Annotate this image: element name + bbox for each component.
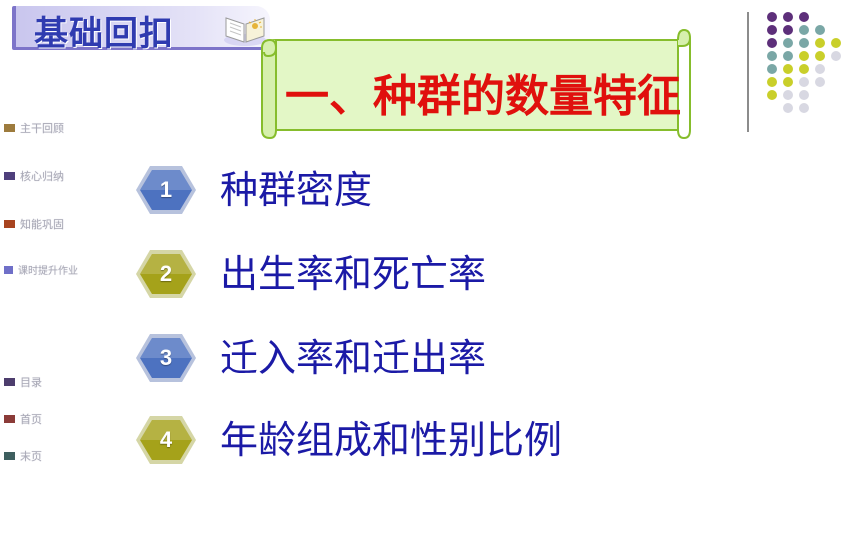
nav-last-page-link[interactable]: 末页: [4, 448, 42, 464]
nav-label: 知能巩固: [20, 218, 64, 231]
item-number: 3: [159, 345, 173, 370]
vertical-divider: [747, 12, 749, 132]
hexagon-number-badge: 1: [134, 164, 198, 216]
nav-square-icon: [4, 452, 15, 460]
nav-contents-link[interactable]: 目录: [4, 374, 42, 390]
book-icon: [224, 17, 266, 46]
hexagon-number-badge: 3: [134, 332, 198, 384]
nav-label: 主干回顾: [20, 122, 64, 135]
scroll-banner: [261, 28, 692, 140]
nav-label: 核心归纳: [20, 170, 64, 183]
nav-core-summary[interactable]: 核心归纳: [4, 168, 64, 184]
nav-square-icon: [4, 124, 15, 132]
nav-square-icon: [4, 378, 15, 386]
nav-label: 首页: [20, 413, 42, 426]
item-text: 迁入率和迁出率: [220, 336, 487, 380]
list-item: 2 出生率和死亡率: [134, 248, 486, 300]
list-item: 3 迁入率和迁出率: [134, 332, 486, 384]
nav-square-icon: [4, 172, 15, 180]
nav-main-review[interactable]: 主干回顾: [4, 120, 64, 136]
item-number: 1: [159, 177, 173, 202]
list-item: 4 年龄组成和性别比例: [134, 414, 562, 466]
item-text: 种群密度: [220, 168, 373, 212]
nav-label: 目录: [20, 376, 42, 389]
nav-consolidation[interactable]: 知能巩固: [4, 216, 64, 232]
nav-label: 末页: [20, 450, 42, 463]
nav-square-icon: [4, 265, 13, 274]
item-number: 4: [159, 427, 173, 452]
item-text: 年龄组成和性别比例: [220, 418, 563, 462]
section-title: 一、种群的数量特征: [285, 71, 681, 122]
hexagon-number-badge: 4: [134, 414, 198, 466]
list-item: 1 种群密度: [134, 164, 372, 216]
nav-homework[interactable]: 课时提升作业: [4, 262, 78, 277]
nav-label: 课时提升作业: [18, 266, 78, 277]
nav-square-icon: [4, 415, 15, 423]
nav-square-icon: [4, 220, 15, 228]
item-text: 出生率和死亡率: [220, 252, 487, 296]
hexagon-number-badge: 2: [134, 248, 198, 300]
item-number: 2: [159, 261, 173, 286]
decorative-dots: [767, 12, 841, 113]
nav-first-page-link[interactable]: 首页: [4, 411, 42, 427]
page-title: 基础回扣: [34, 14, 174, 54]
